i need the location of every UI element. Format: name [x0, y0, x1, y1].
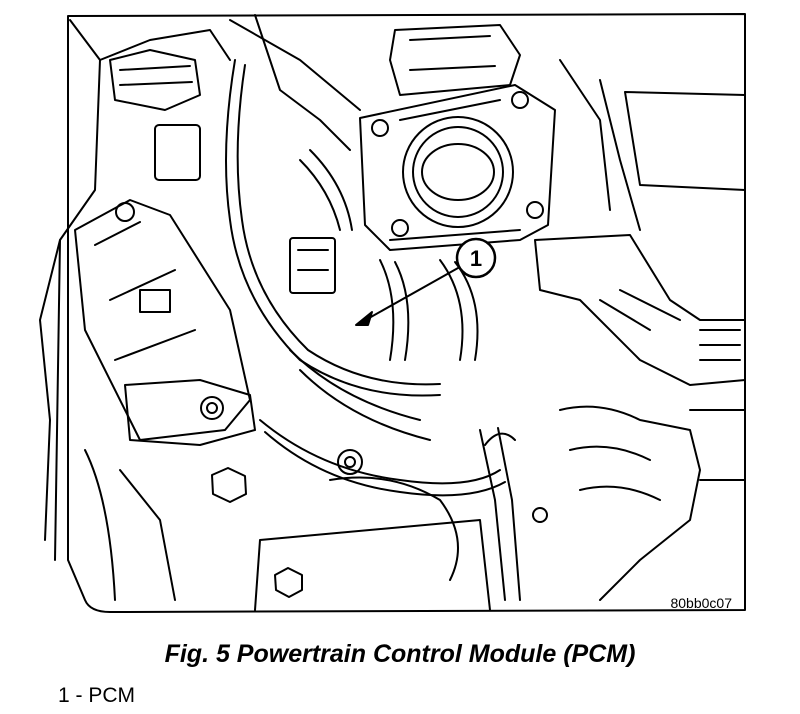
figure-code: 80bb0c07 [670, 595, 732, 611]
callout-arrowhead [355, 311, 373, 326]
throttle-body-flange [359, 84, 556, 251]
sensor-connector [289, 237, 336, 294]
mounting-bracket [124, 379, 256, 446]
dipstick-tube [479, 427, 521, 601]
wiring-harness [225, 59, 441, 397]
callout-leader-line [361, 267, 459, 323]
figure-caption: Fig. 5 Powertrain Control Module (PCM) [164, 640, 636, 668]
legend-item: 1 - PCM [58, 684, 136, 707]
fuel-line [259, 419, 501, 485]
left-fender-panel [54, 19, 101, 561]
throttle-body-bore-inner [421, 143, 495, 201]
transmission-housing [559, 405, 701, 601]
hex-nut [211, 467, 247, 503]
flange-bolt [371, 119, 389, 137]
callout-number: 1 [470, 246, 482, 271]
top-sensor-housing [389, 24, 521, 96]
pcm-module-body [74, 199, 251, 441]
lower-engine-cover [254, 519, 491, 611]
pcm-engine-bay-illustration: 1 80bb0c07 [39, 13, 746, 613]
upper-left-connector [109, 49, 201, 111]
figure-border [67, 13, 746, 613]
callout-bubble [455, 237, 497, 279]
right-sensor-housing [534, 234, 746, 386]
pcm-mount-bolt [115, 202, 135, 222]
throttle-body-bore-outer [402, 116, 514, 228]
